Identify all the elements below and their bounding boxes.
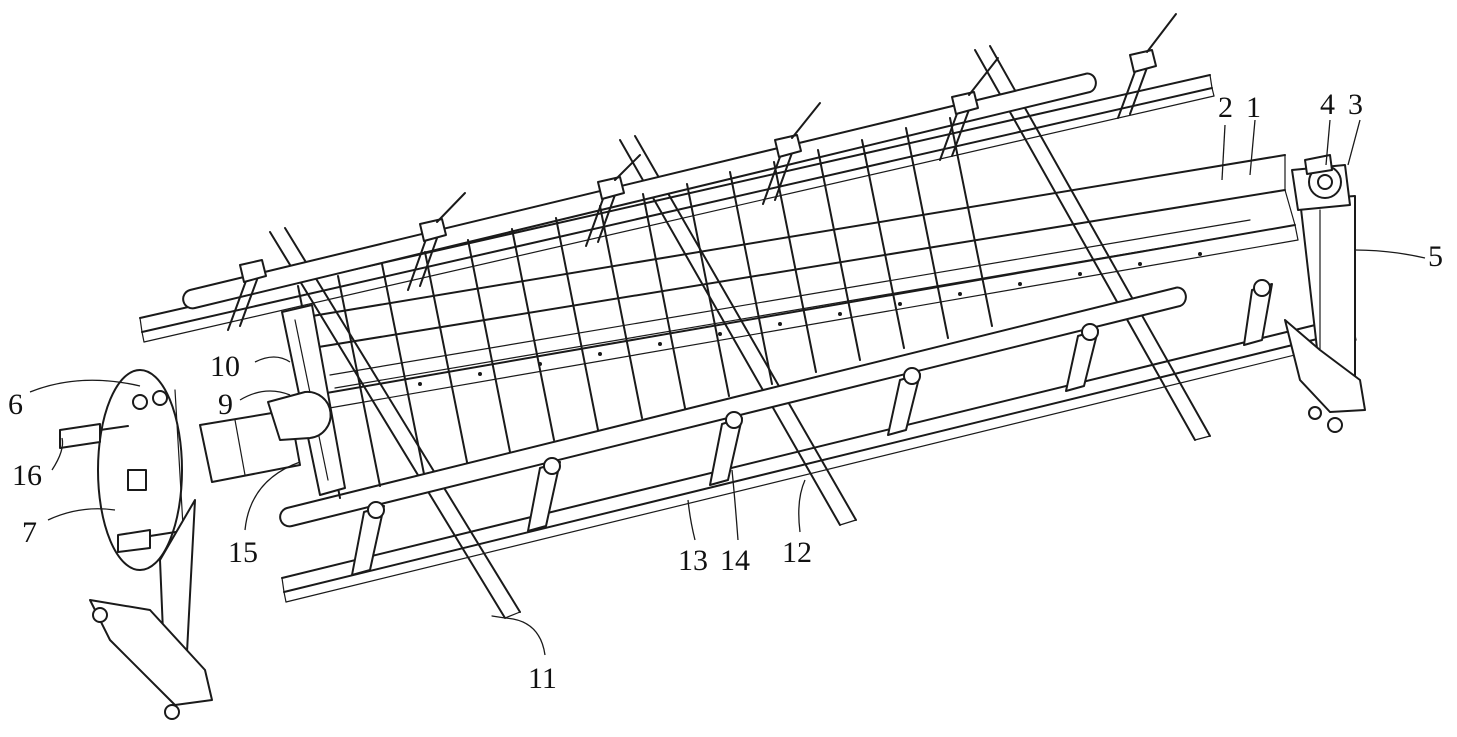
left-end <box>59 304 346 720</box>
base-cross-members <box>269 45 1211 619</box>
leader-lines <box>29 119 1426 656</box>
callout-7: 7 <box>22 516 37 549</box>
callout-16: 16 <box>12 459 42 492</box>
track-holes <box>418 252 1202 386</box>
callout-4: 4 <box>1320 88 1335 121</box>
callout-labels: 1 2 3 4 5 6 7 9 10 11 12 13 14 15 16 <box>8 88 1443 695</box>
upper-rod <box>182 72 1097 310</box>
callout-11: 11 <box>528 662 557 695</box>
callout-10: 10 <box>210 350 240 383</box>
callout-6: 6 <box>8 388 23 421</box>
callout-1: 1 <box>1246 91 1261 124</box>
callout-14: 14 <box>720 544 750 577</box>
front-rail <box>281 315 1357 603</box>
callout-15: 15 <box>228 536 258 569</box>
callout-13: 13 <box>678 544 708 577</box>
front-clamps <box>351 279 1273 576</box>
right-end <box>1284 154 1366 433</box>
vertical-bars <box>297 117 993 499</box>
callout-5: 5 <box>1428 240 1443 273</box>
front-rod <box>279 286 1187 528</box>
callout-3: 3 <box>1348 88 1363 121</box>
callout-9: 9 <box>218 388 233 421</box>
back-clamps <box>227 13 1177 331</box>
callout-2: 2 <box>1218 91 1233 124</box>
callout-12: 12 <box>782 536 812 569</box>
